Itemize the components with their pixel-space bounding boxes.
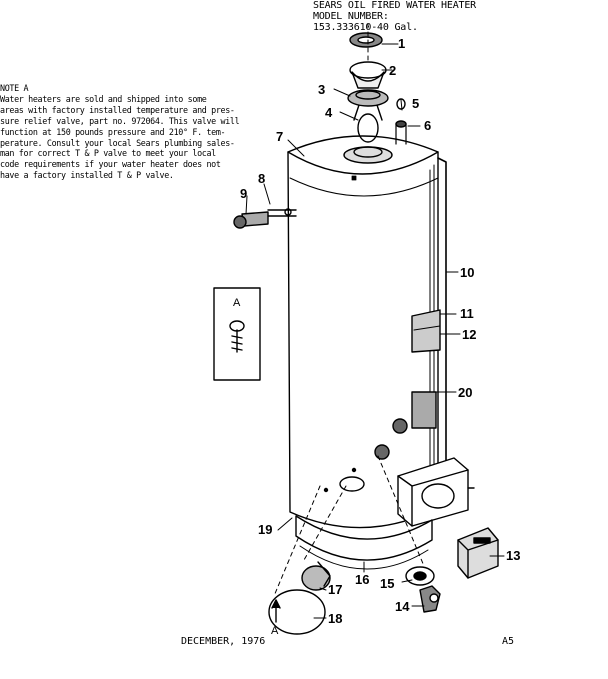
footer-page: A5 xyxy=(502,636,515,647)
note-line: have a factory installed T & P valve. xyxy=(0,170,174,181)
burner-housing xyxy=(397,457,475,527)
bottom-opening xyxy=(339,476,365,492)
callout-6: 6 xyxy=(424,118,431,133)
note-a: NOTE A Water heaters are sold and shippe… xyxy=(0,83,250,181)
front-port-upper xyxy=(392,418,408,434)
callout-13: 13 xyxy=(506,548,520,563)
callout-16: 16 xyxy=(355,572,369,587)
callout-9: 9 xyxy=(240,186,247,201)
drain-valve xyxy=(419,585,441,613)
callout-10: 10 xyxy=(460,265,474,280)
note-title: NOTE A xyxy=(0,83,29,93)
callout-8: 8 xyxy=(258,171,265,186)
access-cover xyxy=(268,561,331,635)
footer-date: DECEMBER, 1976 xyxy=(181,636,266,647)
callout-17: 17 xyxy=(328,582,342,597)
callout-20: 20 xyxy=(458,385,472,400)
control-box xyxy=(457,527,499,579)
front-port-lower xyxy=(374,444,390,460)
inset-label: A xyxy=(233,297,241,309)
note-line: Water heaters are sold and shipped into … xyxy=(0,93,207,104)
gasket xyxy=(405,566,435,586)
header-model-label: MODEL NUMBER: xyxy=(313,11,389,22)
view-arrow xyxy=(271,599,281,623)
callout-2: 2 xyxy=(389,63,396,78)
rivet xyxy=(323,487,329,493)
callout-3: 3 xyxy=(318,82,325,97)
callout-12: 12 xyxy=(462,327,476,342)
relief-valve xyxy=(233,208,297,229)
rating-plate xyxy=(411,391,437,429)
callout-5: 5 xyxy=(412,96,419,111)
jacket-panels xyxy=(411,309,441,353)
alignment-lines xyxy=(273,23,425,597)
callout-18: 18 xyxy=(328,611,342,626)
callout-7: 7 xyxy=(276,129,283,144)
callout-1: 1 xyxy=(398,36,405,51)
callout-19: 19 xyxy=(258,522,272,537)
note-line: sure relief valve, part no. 972064. This… xyxy=(0,115,240,126)
jacket-seam xyxy=(437,157,447,481)
header-title: SEARS OIL FIRED WATER HEATER xyxy=(313,0,476,11)
callout-4: 4 xyxy=(325,105,333,120)
rivet xyxy=(351,467,357,473)
header-model-number: 153.333610-40 Gal. xyxy=(313,22,418,33)
callout-11: 11 xyxy=(460,306,474,321)
note-line: perature. Consult your local Sears plumb… xyxy=(0,137,235,148)
diagram-header: SEARS OIL FIRED WATER HEATER MODEL NUMBE… xyxy=(313,0,476,33)
leader-lines xyxy=(245,43,505,619)
note-line: function at 150 pounds pressure and 210°… xyxy=(0,126,226,137)
inset-box xyxy=(213,287,261,381)
note-line: areas with factory installed temperature… xyxy=(0,104,235,115)
top-flue-assembly xyxy=(343,32,407,181)
callout-14: 14 xyxy=(395,599,410,614)
callout-15: 15 xyxy=(380,576,394,591)
note-line: code requirements if your water heater d… xyxy=(0,159,221,170)
view-arrow-label: A xyxy=(271,625,279,637)
note-line: man for correct T & P valve to meet your… xyxy=(0,148,216,159)
